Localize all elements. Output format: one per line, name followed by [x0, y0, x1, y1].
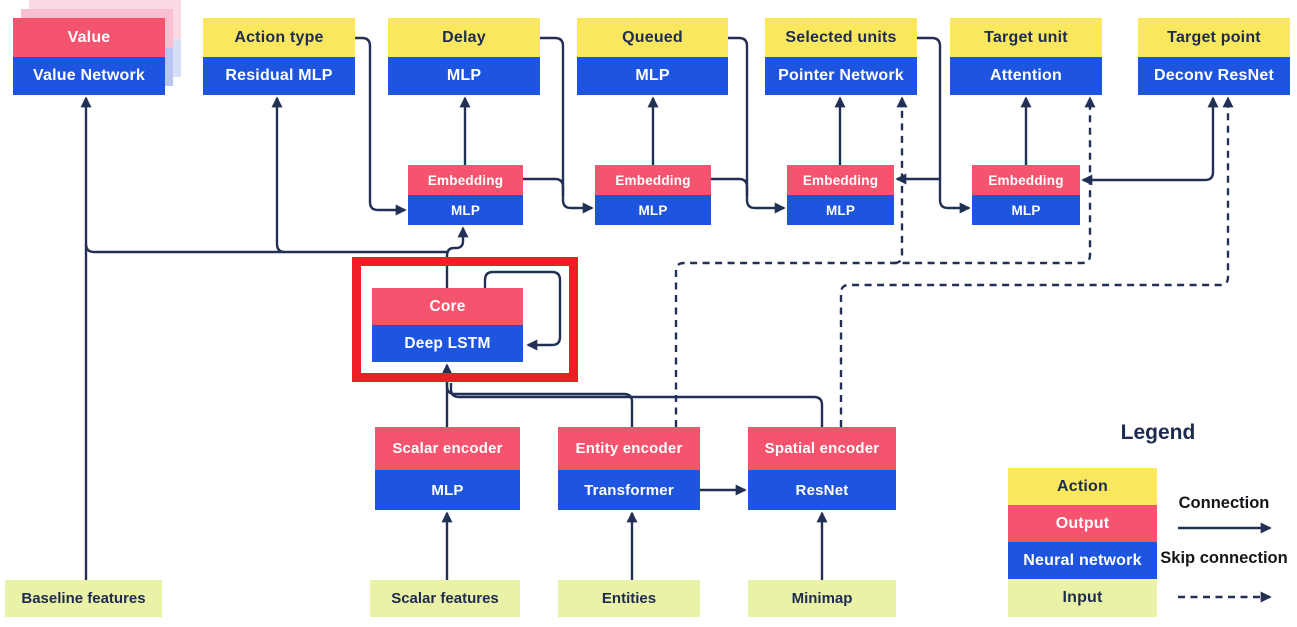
module-core: Core Deep LSTM	[372, 288, 523, 362]
target-point-label: Target point	[1138, 18, 1290, 57]
conn-embedding1-chain	[523, 177, 565, 196]
input-minimap: Minimap	[748, 580, 896, 617]
conn-core-to-embedding1	[445, 226, 469, 288]
skip-entity-to-attention	[674, 96, 1096, 427]
value-network-label: Value Network	[13, 57, 165, 95]
module-target-unit: Target unit Attention	[950, 18, 1102, 95]
conn-embedding4-to-deconv	[1081, 96, 1219, 186]
input-baseline-features: Baseline features	[5, 580, 162, 617]
legend-action-swatch: Action	[1008, 468, 1157, 505]
input-scalar-features: Scalar features	[370, 580, 520, 617]
selected-units-label: Selected units	[765, 18, 917, 57]
module-embedding-2: Embedding MLP	[595, 165, 711, 225]
conn-rail-to-actiontype	[271, 96, 286, 254]
entity-encoder-label: Entity encoder	[558, 427, 700, 470]
spatial-encoder-label: Spatial encoder	[748, 427, 896, 470]
delay-label: Delay	[388, 18, 540, 57]
queued-label: Queued	[577, 18, 728, 57]
resnet-label: ResNet	[748, 470, 896, 510]
legend-title: Legend	[1120, 421, 1196, 444]
module-selected-units: Selected units Pointer Network	[765, 18, 917, 95]
legend-color-stack: Action Output Neural network Input	[1008, 468, 1157, 617]
annotation-highlight-core	[352, 257, 578, 382]
embedding-2-label: Embedding	[595, 165, 711, 195]
skip-spatial-to-deconv	[839, 96, 1234, 427]
module-embedding-3: Embedding MLP	[787, 165, 894, 225]
transformer-label: Transformer	[558, 470, 700, 510]
conn-queued-to-embedding3	[728, 36, 786, 214]
residual-mlp-label: Residual MLP	[203, 57, 355, 95]
conn-selectedunits-to-embedding4	[917, 36, 971, 214]
embedding-3-label: Embedding	[787, 165, 894, 195]
module-delay: Delay MLP	[388, 18, 540, 95]
conn-delay-to-embedding2	[540, 36, 594, 214]
legend-skip-connection-label: Skip connection	[1160, 549, 1288, 567]
module-target-point: Target point Deconv ResNet	[1138, 18, 1290, 95]
module-embedding-4: Embedding MLP	[972, 165, 1080, 225]
conn-entity-to-lstm	[445, 380, 634, 427]
conn-lstm-loop	[483, 270, 562, 351]
module-action-type: Action type Residual MLP	[203, 18, 355, 95]
embedding-4-label: Embedding	[972, 165, 1080, 195]
legend-input-swatch: Input	[1008, 579, 1157, 617]
embedding-4-mlp: MLP	[972, 195, 1080, 225]
module-scalar-encoder: Scalar encoder MLP	[375, 427, 520, 510]
module-embedding-1: Embedding MLP	[408, 165, 523, 225]
scalar-encoder-label: Scalar encoder	[375, 427, 520, 470]
conn-lstm-left-rail	[84, 243, 447, 254]
legend-network-swatch: Neural network	[1008, 542, 1157, 579]
skip-branch-to-pointer	[893, 96, 908, 265]
module-value: Value Value Network	[13, 18, 165, 95]
deep-lstm-label: Deep LSTM	[372, 325, 523, 362]
attention-label: Attention	[950, 57, 1102, 95]
embedding-2-mlp: MLP	[595, 195, 711, 225]
scalar-mlp-label: MLP	[375, 470, 520, 510]
action-type-label: Action type	[203, 18, 355, 57]
module-entity-encoder: Entity encoder Transformer	[558, 427, 700, 510]
value-output-label: Value	[13, 18, 165, 57]
embedding-1-mlp: MLP	[408, 195, 523, 225]
module-queued: Queued MLP	[577, 18, 728, 95]
core-label: Core	[372, 288, 523, 325]
queued-mlp-label: MLP	[577, 57, 728, 95]
pointer-network-label: Pointer Network	[765, 57, 917, 95]
legend-output-swatch: Output	[1008, 505, 1157, 542]
target-unit-label: Target unit	[950, 18, 1102, 57]
embedding-1-label: Embedding	[408, 165, 523, 195]
input-entities: Entities	[558, 580, 700, 617]
conn-embedding2-chain	[711, 177, 749, 196]
module-spatial-encoder: Spatial encoder ResNet	[748, 427, 896, 510]
delay-mlp-label: MLP	[388, 57, 540, 95]
legend-connection-label: Connection	[1178, 494, 1270, 512]
conn-spatial-to-lstm	[449, 383, 824, 427]
embedding-3-mlp: MLP	[787, 195, 894, 225]
conn-actiontype-to-embedding1	[355, 36, 407, 216]
deconv-resnet-label: Deconv ResNet	[1138, 57, 1290, 95]
